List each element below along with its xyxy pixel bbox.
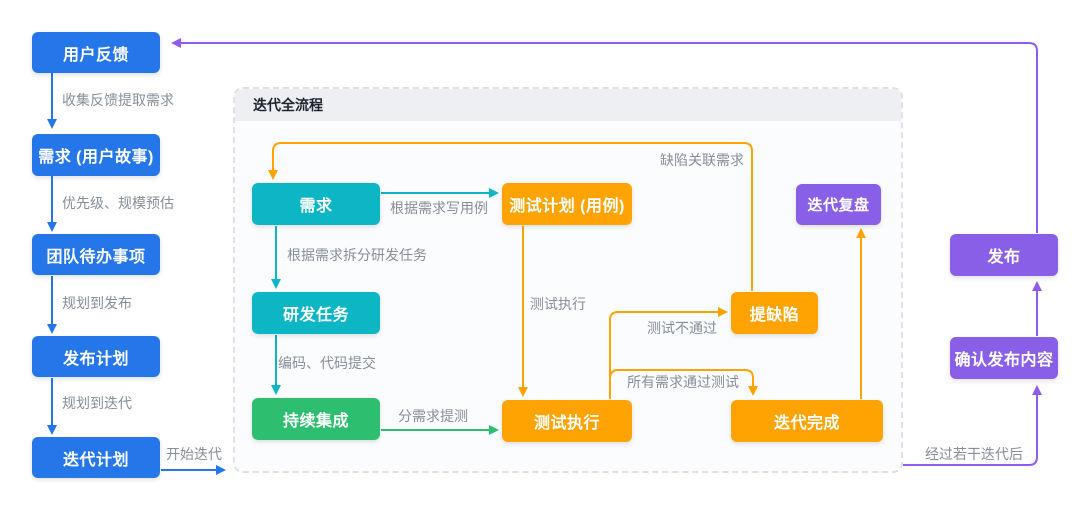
node-confirm-release-content-label: 确认发布内容 <box>954 352 1054 369</box>
edge-label-collect-feedback: 收集反馈提取需求 <box>62 92 174 108</box>
node-test-execution: 测试执行 <box>502 400 632 442</box>
edge-label-start-iteration: 开始迭代 <box>166 446 222 462</box>
edge-label-priority-estimate: 优先级、规模预估 <box>62 195 174 211</box>
node-test-execution-label: 测试执行 <box>533 415 600 432</box>
iteration-container-header: 迭代全流程 <box>235 89 901 121</box>
node-test-plan-label: 测试计划 (用例) <box>509 198 625 215</box>
edge-label-after-iterations: 经过若干迭代后 <box>925 446 1023 462</box>
iteration-container-title: 迭代全流程 <box>253 97 323 113</box>
edge-release-to-user-feedback <box>171 38 1038 233</box>
edge-test-execution-to-iteration-done <box>609 369 758 396</box>
node-user-feedback: 用户反馈 <box>32 32 160 73</box>
node-submit-defect: 提缺陷 <box>731 292 818 334</box>
edge-label-plan-to-iteration: 规划到迭代 <box>62 395 132 411</box>
node-release-plan: 发布计划 <box>32 336 160 377</box>
edge-label-defect-link-requirement: 缺陷关联需求 <box>660 152 744 168</box>
node-team-backlog: 团队待办事项 <box>32 234 160 275</box>
node-iteration-plan: 迭代计划 <box>32 437 160 478</box>
edge-label-test-execute: 测试执行 <box>530 296 586 312</box>
edge-label-code-commit: 编码、代码提交 <box>278 355 376 371</box>
edge-test-execution-to-submit-defect <box>609 307 728 399</box>
node-iteration-plan-label: 迭代计划 <box>62 451 129 469</box>
edge-label-test-failed: 测试不通过 <box>647 320 717 336</box>
node-test-plan: 测试计划 (用例) <box>502 183 632 225</box>
node-release-plan-label: 发布计划 <box>62 350 129 368</box>
node-dev-task-label: 研发任务 <box>282 307 349 324</box>
node-confirm-release-content: 确认发布内容 <box>950 337 1058 379</box>
node-release: 发布 <box>950 234 1058 276</box>
node-iteration-done-label: 迭代完成 <box>773 415 840 432</box>
edge-label-submit-for-test: 分需求提测 <box>398 408 468 424</box>
node-iteration-review-label: 迭代复盘 <box>807 197 870 214</box>
node-requirement-story-label: 需求 (用户故事) <box>38 149 154 166</box>
node-iteration-review: 迭代复盘 <box>796 184 881 225</box>
node-requirement-story: 需求 (用户故事) <box>32 134 160 176</box>
node-demand: 需求 <box>252 183 380 225</box>
edge-container-to-confirm-release <box>903 385 1042 466</box>
node-user-feedback-label: 用户反馈 <box>62 46 129 64</box>
edge-label-write-cases: 根据需求写用例 <box>390 200 488 216</box>
node-iteration-done: 迭代完成 <box>731 400 883 442</box>
node-demand-label: 需求 <box>299 198 333 215</box>
node-continuous-integration-label: 持续集成 <box>282 413 349 430</box>
edge-label-plan-to-release: 规划到发布 <box>62 295 132 311</box>
edge-label-all-passed: 所有需求通过测试 <box>627 374 739 390</box>
node-release-label: 发布 <box>987 249 1021 266</box>
node-continuous-integration: 持续集成 <box>252 398 380 440</box>
edge-label-split-tasks: 根据需求拆分研发任务 <box>287 247 427 263</box>
node-dev-task: 研发任务 <box>252 292 380 334</box>
node-submit-defect-label: 提缺陷 <box>749 307 800 324</box>
edge-submit-defect-to-demand <box>268 142 753 291</box>
node-team-backlog-label: 团队待办事项 <box>46 248 146 266</box>
